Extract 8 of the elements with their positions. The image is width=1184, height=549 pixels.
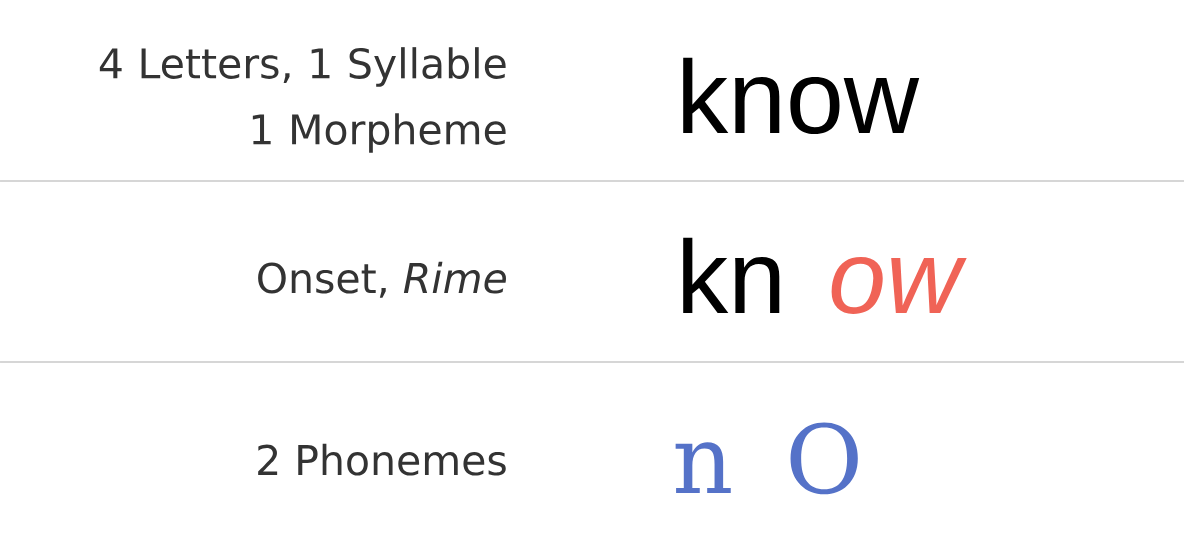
phoneme-symbol: n <box>675 442 731 493</box>
rime-text: ow <box>831 257 967 314</box>
word-text: kn <box>683 237 780 313</box>
word-text: know <box>683 57 920 134</box>
row-label: Onset, Rime <box>258 261 506 298</box>
phoneme-symbol: O <box>790 422 858 495</box>
row-label: 2 Phonemes <box>258 443 506 476</box>
row-label: 4 Letters, 1 Syllable 1 Morpheme <box>99 47 506 153</box>
